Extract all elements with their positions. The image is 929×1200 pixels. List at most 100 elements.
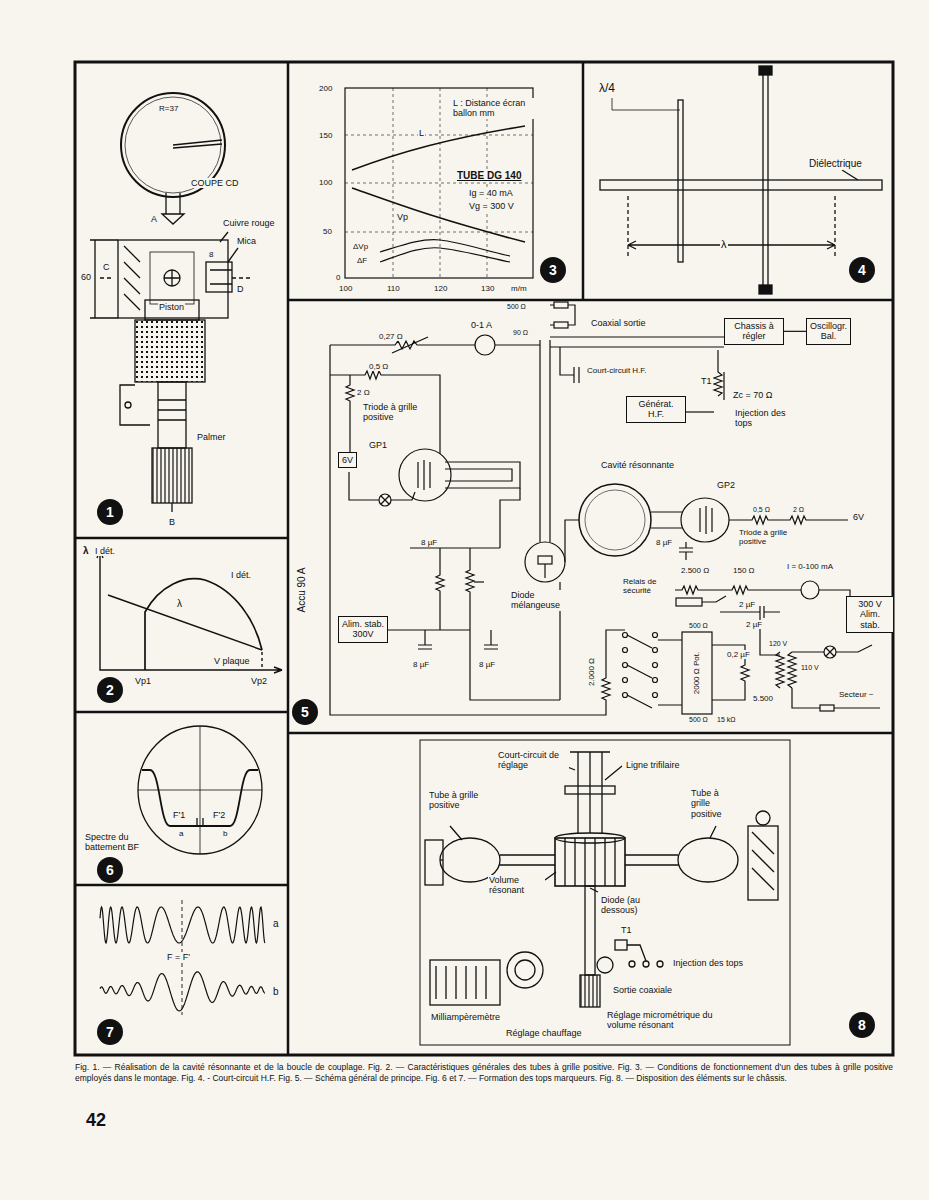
label: 130 bbox=[480, 284, 495, 293]
label: Diode (au dessous) bbox=[600, 895, 664, 916]
cavity-drawing bbox=[158, 382, 186, 448]
schematic bbox=[627, 635, 652, 708]
label: 8 µF bbox=[412, 660, 430, 669]
chassis-drawing bbox=[629, 961, 635, 967]
schematic bbox=[684, 411, 714, 412]
node-text: 1 bbox=[106, 504, 114, 520]
schematic bbox=[653, 663, 658, 668]
tube-chart bbox=[352, 126, 525, 170]
label: b bbox=[222, 829, 228, 838]
characteristic-curve bbox=[108, 595, 262, 650]
schematic bbox=[700, 506, 712, 534]
label: I dét. bbox=[94, 546, 116, 556]
label: λ/4 bbox=[598, 82, 616, 96]
spectrum-scope bbox=[197, 818, 203, 826]
label: 90 Ω bbox=[512, 329, 529, 337]
label: ΔF bbox=[356, 256, 368, 265]
schematic bbox=[658, 640, 682, 705]
schematic bbox=[623, 678, 628, 683]
hf-short-drawing bbox=[612, 98, 680, 110]
block-box: 6V bbox=[338, 452, 357, 468]
node-text: 8 bbox=[858, 1017, 866, 1033]
label: 60 bbox=[80, 272, 92, 282]
label: 8 bbox=[208, 250, 214, 259]
label: Triode à grille positive bbox=[362, 402, 419, 423]
node-text: 6V bbox=[342, 455, 353, 465]
cavity-drawing bbox=[158, 400, 186, 420]
label: 42 bbox=[85, 1110, 107, 1131]
chassis-drawing bbox=[515, 960, 535, 980]
cavity-drawing bbox=[118, 240, 228, 318]
label: F'2 bbox=[212, 810, 226, 820]
schematic bbox=[550, 305, 575, 325]
block-box: 300 VAlim. stab. bbox=[846, 596, 894, 633]
label: 150 bbox=[318, 131, 333, 140]
label: λ bbox=[720, 238, 728, 251]
cavity-drawing bbox=[162, 193, 184, 224]
label: 0,5 Ω bbox=[368, 362, 389, 371]
hf-short-drawing bbox=[628, 241, 835, 249]
characteristic-curve bbox=[97, 550, 282, 673]
cavity-drawing bbox=[173, 140, 222, 148]
schematic bbox=[653, 648, 658, 653]
cavity-drawing bbox=[145, 300, 199, 320]
label: D bbox=[236, 284, 245, 294]
label: Milliampèremètre bbox=[430, 1012, 501, 1022]
chassis-drawing bbox=[555, 833, 625, 843]
chassis-drawing bbox=[580, 975, 600, 1007]
node-text: 300 V bbox=[850, 599, 890, 609]
label: Volume résonant bbox=[488, 875, 545, 896]
cavity-drawing bbox=[100, 277, 250, 278]
figure-number: 5 bbox=[292, 699, 318, 725]
schematic bbox=[330, 341, 540, 349]
label: COUPE CD bbox=[190, 178, 240, 188]
schematic bbox=[653, 693, 658, 698]
schematic bbox=[384, 629, 470, 630]
label: λ bbox=[176, 598, 183, 610]
cavity-drawing bbox=[171, 503, 172, 512]
cavity-drawing bbox=[206, 262, 232, 292]
label: Zc = 70 Ω bbox=[732, 390, 774, 400]
label: Piston bbox=[158, 302, 185, 312]
schematic bbox=[623, 693, 628, 698]
label: I dét. bbox=[230, 570, 252, 580]
schematic bbox=[579, 484, 651, 556]
label: L bbox=[418, 128, 425, 138]
schematic bbox=[681, 498, 729, 542]
label: 2 Ω bbox=[356, 388, 371, 397]
schematic bbox=[525, 542, 565, 582]
spectrum-scope bbox=[138, 726, 262, 854]
schematic bbox=[776, 652, 784, 688]
node-text: 2 bbox=[106, 682, 114, 698]
label: 2.000 Ω bbox=[587, 657, 596, 687]
figure-number: 3 bbox=[540, 257, 566, 283]
figure-number: 1 bbox=[97, 499, 123, 525]
hf-short-drawing bbox=[600, 66, 882, 294]
chassis-drawing bbox=[597, 957, 613, 973]
block-box: Oscillogr.Bal. bbox=[806, 318, 851, 345]
schematic bbox=[623, 663, 628, 668]
schematic bbox=[554, 322, 568, 328]
chassis-drawing bbox=[625, 855, 678, 865]
hf-short-drawing bbox=[763, 70, 768, 290]
label: Réglage micrométrique du volume résonant bbox=[606, 1010, 728, 1031]
label: Injection des tops bbox=[734, 408, 798, 429]
label: m/m bbox=[510, 284, 528, 293]
wire-connector bbox=[784, 331, 806, 332]
hf-short-drawing bbox=[759, 66, 772, 75]
panel-frame bbox=[75, 62, 893, 1055]
figure-number: 2 bbox=[97, 677, 123, 703]
label: 0,27 Ω bbox=[378, 332, 404, 341]
beat-waveform bbox=[100, 972, 265, 1011]
chassis-drawing bbox=[643, 961, 649, 967]
label: 0,5 Ω bbox=[752, 506, 771, 514]
label: Ig = 40 mA bbox=[468, 188, 514, 198]
label: b bbox=[272, 986, 280, 998]
schematic bbox=[585, 490, 645, 550]
schematic bbox=[714, 350, 724, 400]
schematic bbox=[381, 496, 389, 504]
chassis-drawing bbox=[678, 838, 738, 882]
schematic bbox=[349, 472, 415, 500]
label: TUBE DG 140 bbox=[456, 170, 522, 182]
